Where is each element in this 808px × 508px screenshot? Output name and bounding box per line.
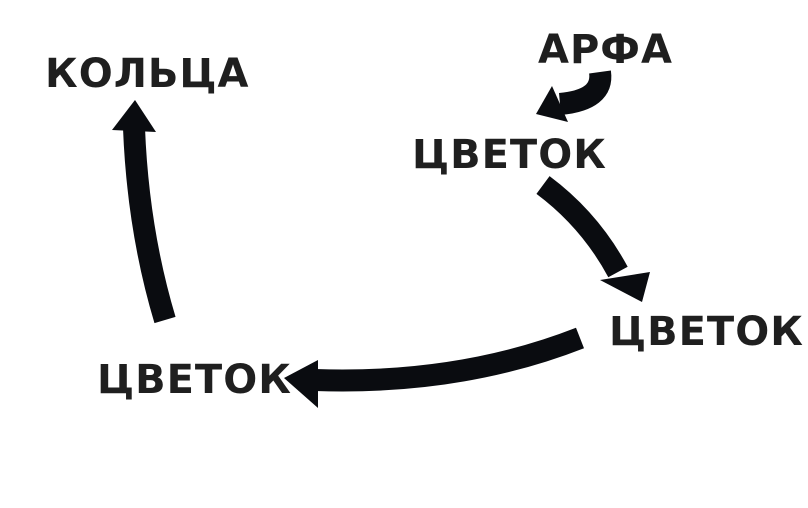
label-flower-bottom: ЦВЕТОК xyxy=(97,357,292,403)
label-flower-top: ЦВЕТОК xyxy=(412,132,607,178)
label-harp: АРФА xyxy=(538,27,673,73)
arrow-flower-top-to-flower-right xyxy=(536,176,650,302)
label-rings: КОЛЬЦА xyxy=(45,51,249,97)
label-flower-right: ЦВЕТОК xyxy=(609,309,804,355)
arrow-flower-right-to-flower-bottom xyxy=(284,327,585,408)
arrow-harp-to-flower xyxy=(536,70,612,122)
arrow-flower-bottom-to-rings xyxy=(112,100,176,324)
